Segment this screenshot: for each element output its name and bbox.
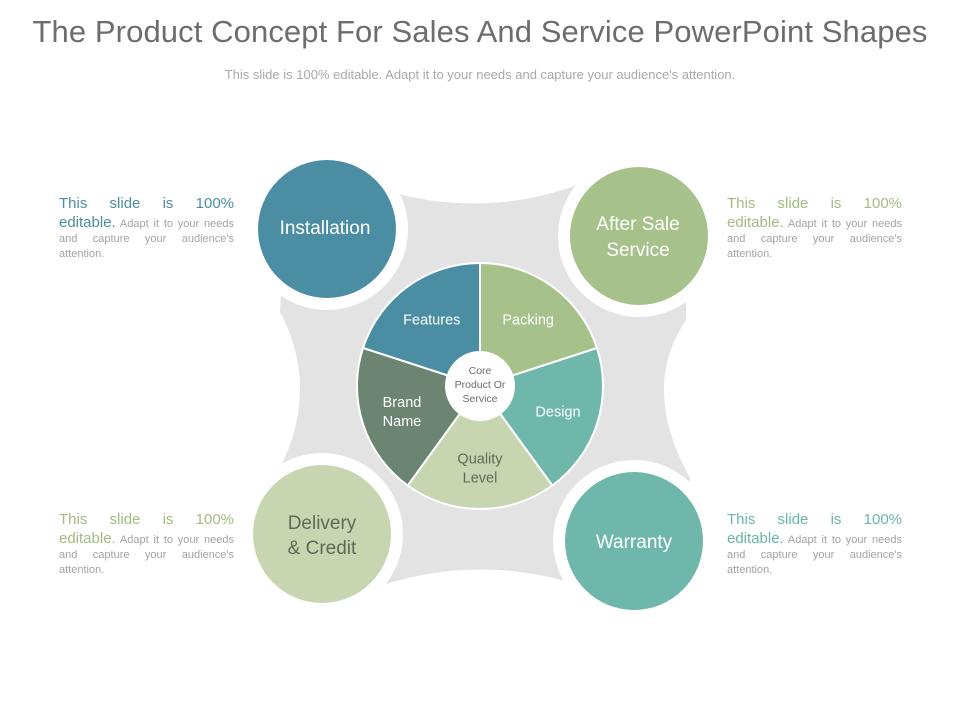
- corner-installation: Installation: [246, 148, 408, 310]
- corner-warranty: Warranty: [553, 460, 715, 622]
- pie-segment-label-features: Features: [403, 313, 460, 329]
- core-label-line3: Service: [462, 393, 497, 405]
- delivery-credit-label-line2: & Credit: [288, 538, 357, 559]
- installation-label: Installation: [280, 218, 371, 239]
- note-lead: This slide is 100% editable.: [59, 195, 234, 231]
- pie-segment-label-brand-name: Brand: [383, 395, 422, 411]
- note-lead: This slide is 100% editable.: [59, 511, 234, 547]
- note-lead: This slide is 100% editable.: [727, 195, 902, 231]
- pie-segment-label-brand-name: Name: [383, 414, 422, 430]
- installation-circle: [258, 160, 396, 298]
- core-label-line2: Product Or: [455, 379, 506, 391]
- note-body: Adapt it to your needs and capture your …: [59, 218, 234, 260]
- after-sale-service-label-line2: Service: [606, 240, 669, 261]
- after-sale-service-label-line1: After Sale: [596, 214, 679, 235]
- warranty-circle: [565, 472, 703, 610]
- pie-segment-packing: [479, 261, 599, 388]
- corner-delivery-credit: Delivery & Credit: [241, 453, 403, 615]
- note-lead: This slide is 100% editable.: [727, 511, 902, 547]
- page-subtitle: This slide is 100% editable. Adapt it to…: [224, 67, 736, 82]
- note-body: Adapt it to your needs and capture your …: [727, 218, 902, 260]
- warranty-label: Warranty: [596, 532, 673, 553]
- delivery-credit-circle: [253, 465, 391, 603]
- after-sale-service-circle: [570, 167, 708, 305]
- pie-segment-label-design: Design: [535, 404, 580, 420]
- page-title: The Product Concept For Sales And Servic…: [32, 14, 928, 49]
- corner-after-sale-service: After Sale Service: [558, 155, 720, 317]
- note-bottom-right: This slide is 100% editable. Adapt it to…: [727, 510, 902, 577]
- pie-segment-features: [361, 261, 481, 388]
- note-top-left: This slide is 100% editable. Adapt it to…: [59, 194, 234, 261]
- pie-segment-quality-level: [406, 384, 554, 510]
- note-body: Adapt it to your needs and capture your …: [59, 534, 234, 576]
- note-bottom-left: This slide is 100% editable. Adapt it to…: [59, 510, 234, 577]
- core-hub: [445, 351, 515, 421]
- pie-segment-label-packing: Packing: [502, 313, 554, 329]
- delivery-credit-label-line1: Delivery: [288, 513, 357, 534]
- pie-segment-label-quality-level: Quality: [457, 452, 503, 468]
- note-top-right: This slide is 100% editable. Adapt it to…: [727, 194, 902, 261]
- pie-segment-label-quality-level: Level: [463, 471, 498, 487]
- core-label-line1: Core: [469, 365, 492, 377]
- note-body: Adapt it to your needs and capture your …: [727, 534, 902, 576]
